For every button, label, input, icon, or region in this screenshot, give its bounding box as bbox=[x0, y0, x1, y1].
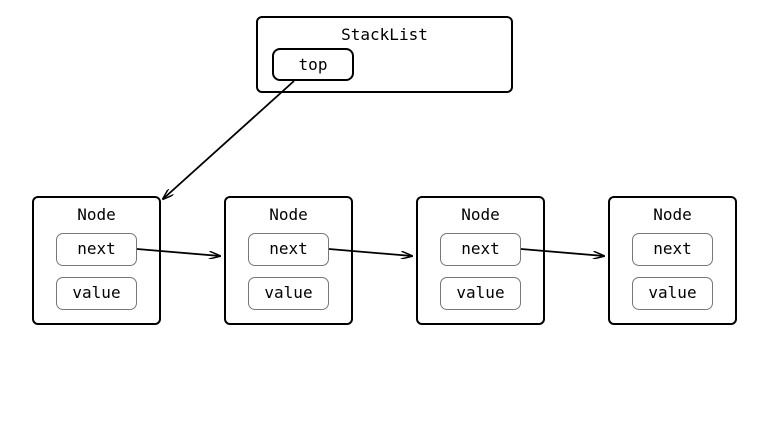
top-pointer-arrow bbox=[163, 80, 295, 199]
node-title: Node bbox=[461, 205, 500, 224]
node-box-3: Node next value bbox=[416, 196, 545, 325]
node-box-4: Node next value bbox=[608, 196, 737, 325]
node-next-field: next bbox=[248, 233, 329, 266]
node-value-field: value bbox=[632, 277, 713, 310]
node-title: Node bbox=[653, 205, 692, 224]
node-next-field: next bbox=[440, 233, 521, 266]
node-next-field: next bbox=[632, 233, 713, 266]
node-box-1: Node next value bbox=[32, 196, 161, 325]
node-box-2: Node next value bbox=[224, 196, 353, 325]
node-next-field: next bbox=[56, 233, 137, 266]
node-value-field: value bbox=[248, 277, 329, 310]
node-value-field: value bbox=[56, 277, 137, 310]
node-title: Node bbox=[77, 205, 116, 224]
stacklist-title: StackList bbox=[341, 25, 428, 44]
node-value-field: value bbox=[440, 277, 521, 310]
top-field: top bbox=[272, 48, 354, 81]
node-title: Node bbox=[269, 205, 308, 224]
stacklist-box: StackList top bbox=[256, 16, 513, 93]
